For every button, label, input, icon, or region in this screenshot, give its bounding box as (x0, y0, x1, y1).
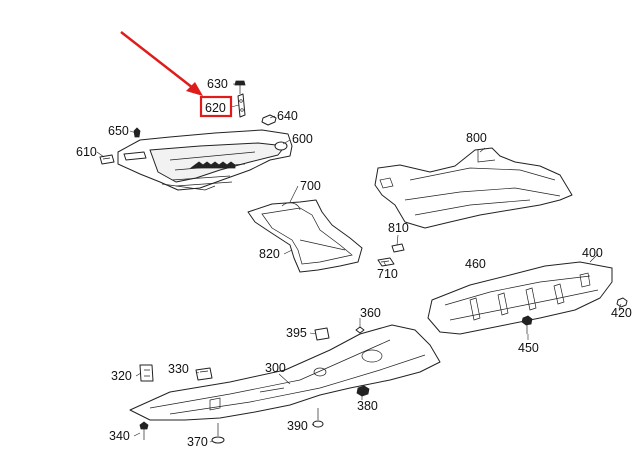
part-320-clip[interactable] (139, 364, 154, 382)
pointer-arrow (120, 31, 203, 96)
callout-450[interactable]: 450 (518, 341, 539, 355)
callout-710[interactable]: 710 (377, 267, 398, 281)
leader-lines (96, 83, 622, 443)
callout-420[interactable]: 420 (611, 306, 632, 320)
part-710-clip[interactable] (377, 257, 395, 267)
part-630-clip[interactable] (234, 80, 246, 94)
callout-320[interactable]: 320 (111, 369, 132, 383)
part-390-stud[interactable] (312, 408, 324, 428)
callout-390[interactable]: 390 (287, 419, 308, 433)
callout-630[interactable]: 630 (207, 77, 228, 91)
part-420-bolt[interactable] (616, 297, 628, 308)
callout-600[interactable]: 600 (292, 132, 313, 146)
callout-620[interactable]: 620 (205, 101, 226, 115)
part-610-clip[interactable] (99, 154, 115, 165)
callout-800[interactable]: 800 (466, 131, 487, 145)
callout-380[interactable]: 380 (357, 399, 378, 413)
part-380-bolt[interactable] (356, 385, 370, 397)
part-395-clip[interactable] (314, 327, 330, 341)
callout-700[interactable]: 700 (300, 179, 321, 193)
part-450-bolt[interactable] (521, 315, 533, 334)
callout-640[interactable]: 640 (277, 109, 298, 123)
callout-370[interactable]: 370 (187, 435, 208, 449)
callout-360[interactable]: 360 (360, 306, 381, 320)
part-300-shield[interactable] (129, 324, 441, 421)
part-370-stud[interactable] (211, 423, 225, 444)
callout-330[interactable]: 330 (168, 362, 189, 376)
callout-400[interactable]: 400 (582, 246, 603, 260)
part-810-clip[interactable] (391, 243, 405, 253)
part-640-nut[interactable] (261, 114, 277, 126)
callout-810[interactable]: 810 (388, 221, 409, 235)
part-340-bolt[interactable] (139, 421, 149, 440)
callout-650[interactable]: 650 (108, 124, 129, 138)
callout-820[interactable]: 820 (259, 247, 280, 261)
callout-395[interactable]: 395 (286, 326, 307, 340)
callout-300[interactable]: 300 (265, 361, 286, 375)
part-650-fastener[interactable] (133, 127, 141, 138)
highlight-box-620 (199, 95, 233, 118)
part-700-shield[interactable] (247, 199, 363, 273)
callout-460[interactable]: 460 (465, 257, 486, 271)
part-600-shield[interactable] (117, 129, 293, 191)
part-800-panel[interactable] (374, 147, 573, 229)
callout-340[interactable]: 340 (109, 429, 130, 443)
part-620-bracket[interactable] (237, 93, 246, 118)
callout-610[interactable]: 610 (76, 145, 97, 159)
part-400-shield[interactable] (427, 261, 613, 335)
callout-labels: 630 620 640 650 610 600 800 700 810 820 … (76, 77, 632, 449)
part-330-clip[interactable] (195, 367, 213, 381)
part-360-clip[interactable] (355, 326, 365, 334)
